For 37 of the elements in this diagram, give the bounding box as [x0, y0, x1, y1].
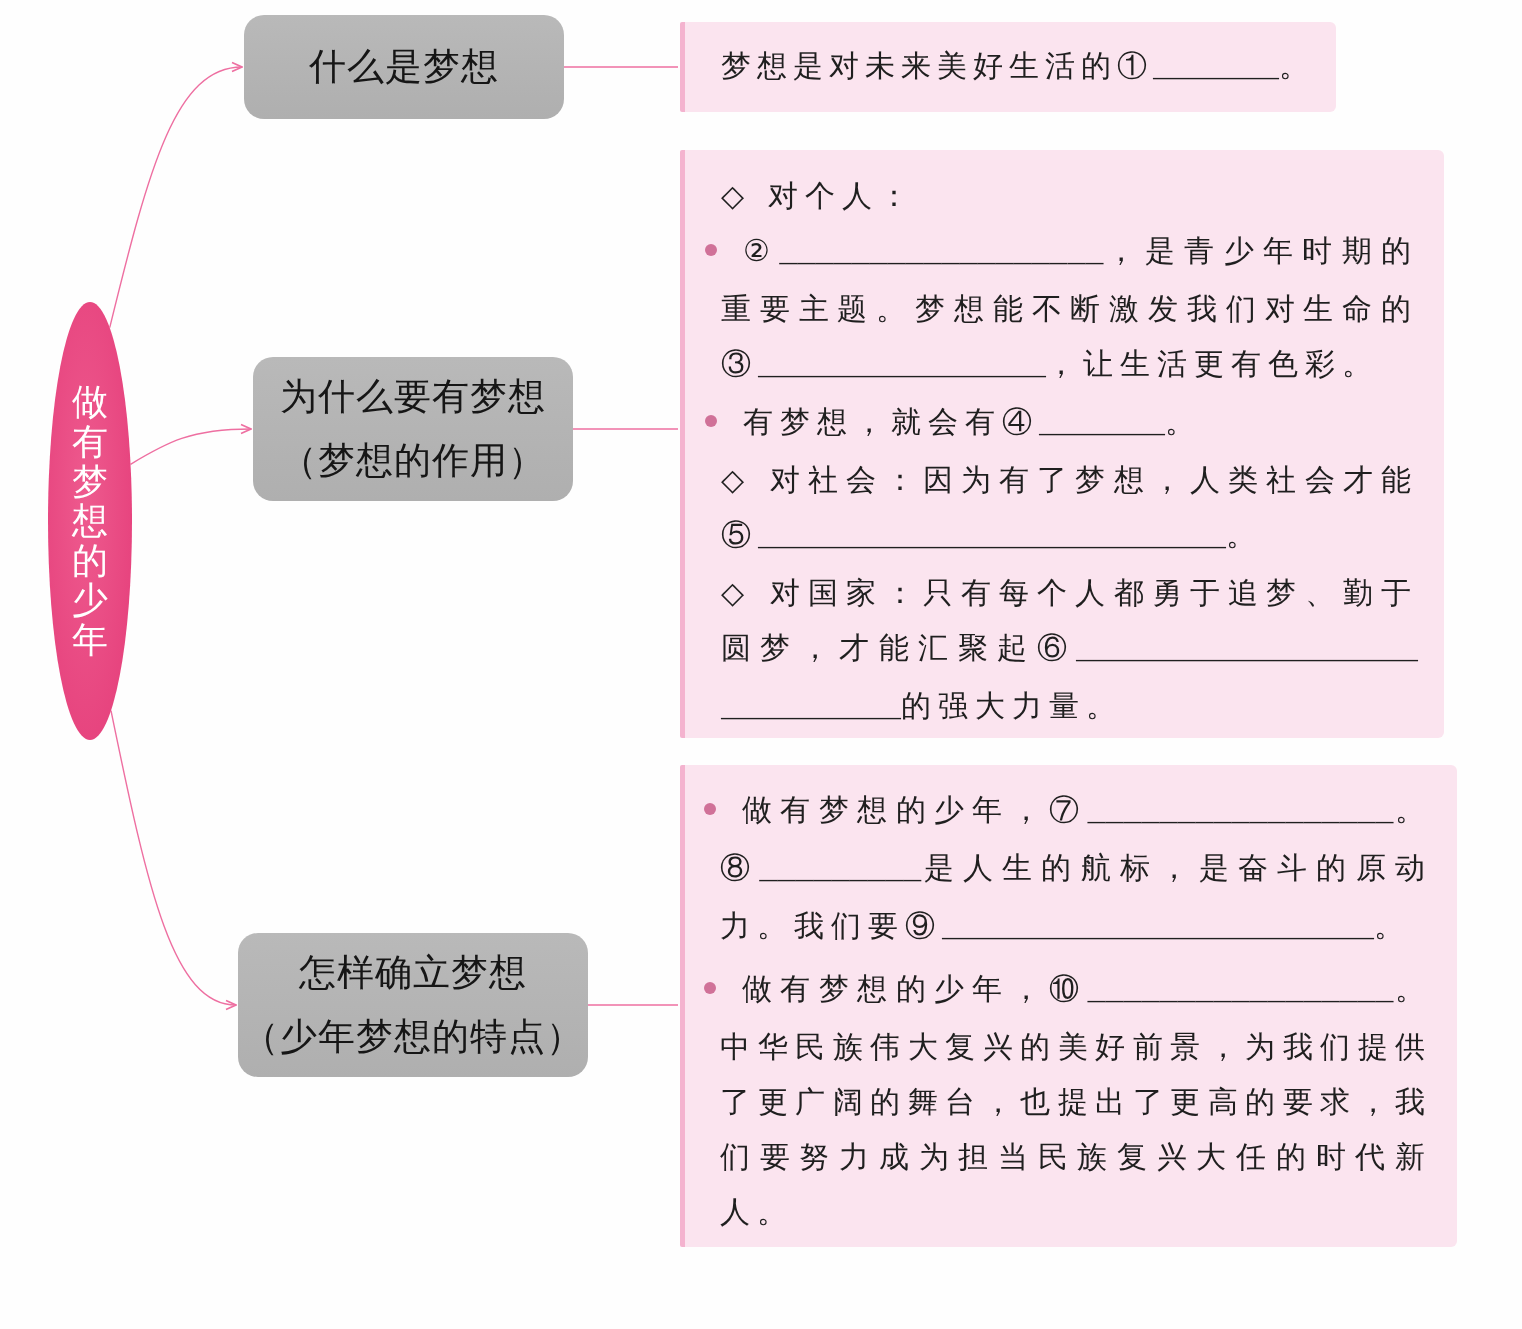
fill-in-line: ________________: [758, 349, 1047, 383]
topic-box: [238, 933, 588, 1077]
note-paragraph: 做有梦想的少年，⑩_________________。中华民族伟大复兴的美好前景，为我们提供了更广阔的舞台，也提出了更高的要求，我们要努力成为担当民族复兴大任的时代新人。: [720, 970, 1432, 1231]
note-paragraph: ②__________________，是青少年时期的重要主题。梦想能不断激发我们对生命的③________________，让生活更有色彩。: [721, 232, 1418, 385]
note-panel: [680, 150, 1444, 738]
topic-title: 为什么要有梦想: [280, 374, 546, 420]
note-panel: [680, 765, 1457, 1247]
note-paragraph: ◇ 对国家：只有每个人都勇于追梦、勤于圆梦，才能汇聚起⑥___________________ __________的强大力量。: [721, 574, 1418, 727]
connector-line: [587, 1004, 679, 1006]
fill-in-line: ___________________: [1075, 633, 1418, 667]
topic-title: 什么是梦想: [309, 44, 499, 90]
connector-arrow: [109, 63, 243, 329]
fill-in-line: _________________: [1087, 795, 1394, 829]
fill-in-line: ________________________: [942, 911, 1375, 945]
connector-line: [572, 428, 679, 430]
fill-in-line: __________: [721, 691, 902, 725]
note-paragraph: 有梦想，就会有④_______。: [742, 403, 1204, 443]
fill-in-line: _______: [1039, 407, 1166, 441]
note-panel: [680, 22, 1336, 112]
fill-in-line: _______: [1153, 51, 1280, 85]
connector-arrow: [110, 709, 237, 1009]
note-paragraph: 做有梦想的少年，⑦_________________。⑧_________是人生的航标，是奋斗的原动力。我们要⑨________________________。: [720, 791, 1432, 947]
topic-subtitle: （少年梦想的特点）: [242, 1014, 584, 1060]
connector-line: [563, 66, 679, 68]
central-topic-text: 做有梦想的少年: [72, 382, 108, 660]
fill-in-line: _________________: [1087, 974, 1394, 1008]
connector-arrow: [129, 423, 252, 465]
fill-in-line: _________: [759, 853, 922, 887]
topic-box: [244, 15, 564, 119]
topic-box: [253, 357, 573, 501]
topic-subtitle: （梦想的作用）: [280, 438, 546, 484]
fill-in-line: __________________________: [758, 520, 1227, 554]
fill-in-line: __________________: [779, 236, 1104, 270]
note-paragraph: 梦想是对未来美好生活的①_______。: [721, 47, 1317, 87]
topic-title: 怎样确立梦想: [299, 950, 527, 996]
note-paragraph: ◇ 对个人：: [721, 177, 917, 215]
note-paragraph: ◇ 对社会：因为有了梦想，人类社会才能⑤__________________________。: [721, 461, 1418, 556]
